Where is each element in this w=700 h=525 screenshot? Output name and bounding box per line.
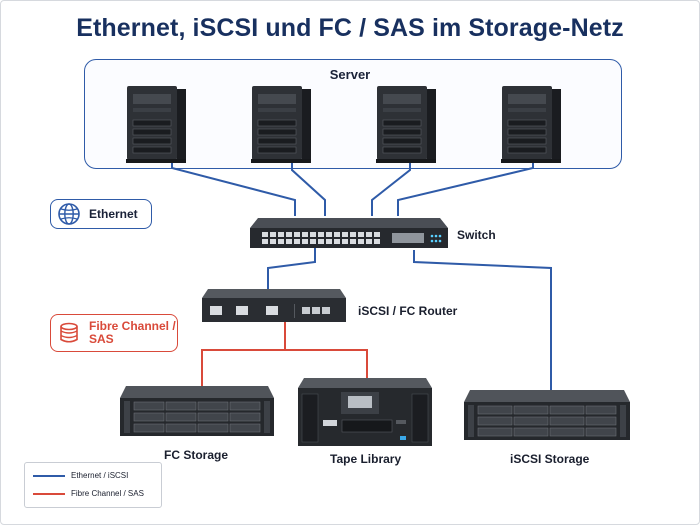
globe-icon (58, 203, 80, 225)
ethernet-links-storage (267, 248, 552, 402)
fc-sas-badge-line2: SAS (89, 332, 114, 346)
server-2 (251, 86, 311, 163)
database-icon (60, 322, 78, 343)
ethernet-link-server-1 (171, 163, 296, 216)
legend: Ethernet / iSCSI Fibre Channel / SAS (24, 462, 162, 508)
legend-label-ethernet: Ethernet / iSCSI (71, 471, 129, 480)
fc-links (201, 322, 368, 386)
iscsi-storage-label: iSCSI Storage (510, 452, 590, 466)
router-device (202, 289, 346, 322)
fc-storage-device (120, 386, 274, 436)
fc-storage-label: FC Storage (164, 448, 229, 462)
page-title: Ethernet, iSCSI und FC / SAS im Storage-… (76, 14, 624, 42)
ethernet-link-router (267, 248, 316, 289)
switch-label: Switch (457, 228, 496, 242)
switch-device (250, 218, 448, 248)
legend-item-ethernet: Ethernet / iSCSI (33, 471, 128, 480)
ethernet-link-iscsi-storage (413, 250, 552, 402)
fc-link-fc-storage (201, 349, 285, 386)
fc-sas-badge-line1: Fibre Channel / (89, 319, 176, 333)
ethernet-badge-label: Ethernet (89, 207, 138, 221)
fc-link-tape-library (285, 349, 368, 378)
ethernet-link-server-3 (371, 163, 411, 216)
legend-swatch-ethernet (33, 474, 65, 477)
legend-item-fc: Fibre Channel / SAS (33, 489, 144, 498)
ethernet-badge: Ethernet (50, 199, 152, 229)
legend-label-fc: Fibre Channel / SAS (71, 489, 144, 498)
fc-sas-badge: Fibre Channel / SAS (50, 314, 178, 352)
ethernet-link-server-4 (397, 163, 534, 216)
ethernet-link-server-2 (291, 163, 326, 216)
iscsi-storage-device (464, 390, 630, 440)
ethernet-links-servers (171, 163, 534, 216)
switch-ports (262, 232, 380, 244)
legend-swatch-fc (33, 492, 65, 495)
server-3 (376, 86, 436, 163)
tape-library-device (298, 378, 432, 446)
server-1 (126, 86, 186, 163)
router-label: iSCSI / FC Router (358, 304, 458, 318)
server-group-label: Server (329, 67, 371, 82)
server-4 (501, 86, 561, 163)
tape-library-label: Tape Library (330, 452, 402, 466)
